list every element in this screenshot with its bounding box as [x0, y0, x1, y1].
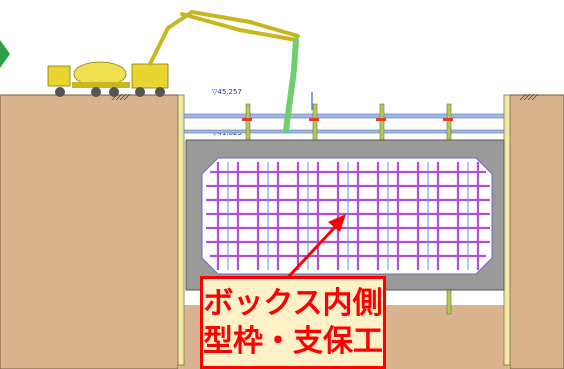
callout-line-2: 型枠・支保工 — [203, 324, 383, 359]
sheet-pile-right — [503, 94, 511, 366]
strut-brackets — [242, 118, 453, 121]
sheet-pile-left — [177, 94, 185, 366]
struts — [183, 113, 505, 134]
pump-hose — [283, 37, 299, 133]
concrete-mixer-truck — [47, 61, 130, 97]
callout-line-1: ボックス内側 — [203, 286, 383, 321]
soil-right — [509, 94, 564, 369]
green-pointer-icon — [0, 40, 10, 68]
concrete-pump-truck — [131, 63, 169, 97]
pump-boom — [148, 10, 300, 66]
formwork-supports — [227, 162, 469, 270]
soil-left — [0, 94, 179, 369]
callout-label: ボックス内側 型枠・支保工 — [200, 276, 386, 369]
level-upper: ▽45.257 — [212, 88, 242, 96]
